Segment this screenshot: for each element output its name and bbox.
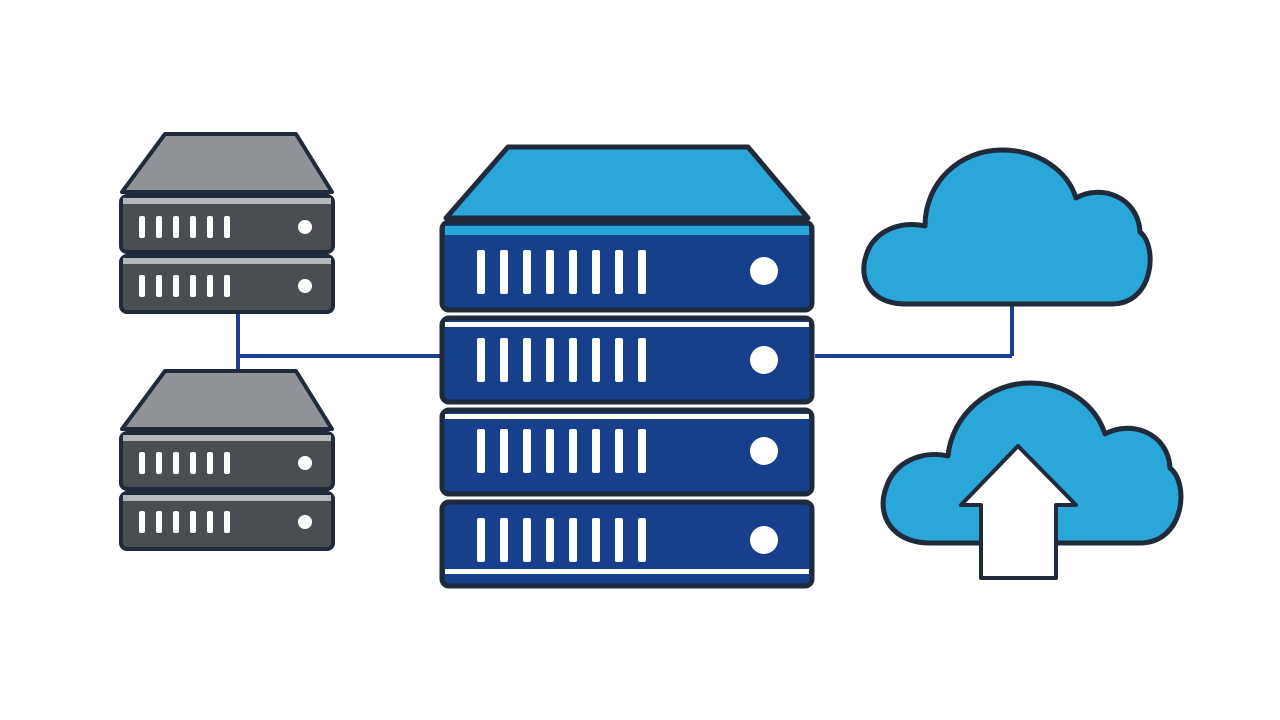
server-small-top-unit-1-stripe	[123, 198, 331, 204]
server-rack-main-unit-1-stripe	[445, 226, 809, 235]
server-rack-main-unit-4	[439, 499, 815, 589]
server-small-bottom-unit-2-vents	[139, 511, 230, 533]
server-rack-main-unit-3	[439, 407, 815, 497]
server-rack-main-unit-1-vents	[477, 250, 646, 294]
server-rack-main-unit-3-stripe	[445, 414, 809, 419]
server-small-top-unit-2-stripe	[123, 258, 331, 264]
server-small-top-unit-1-led	[298, 220, 312, 234]
server-small-bottom-unit-2-led	[298, 515, 312, 529]
server-rack-main-unit-1-led	[750, 257, 778, 285]
server-small-bottom	[119, 369, 335, 551]
server-rack-main-unit-4-stripe	[445, 569, 809, 574]
server-rack-main-lid	[443, 144, 811, 221]
server-small-top-unit-2-vents	[139, 275, 230, 297]
server-rack-main-unit-4-vents	[477, 518, 646, 562]
server-rack-main-unit-2-led	[750, 346, 778, 374]
cloud-storage-shape	[861, 147, 1153, 307]
server-small-bottom-lid	[120, 369, 334, 431]
server-rack-main-unit-1	[439, 219, 815, 313]
cloud-upload-icon	[880, 380, 1184, 580]
server-small-bottom-unit-1-vents	[139, 452, 230, 474]
server-small-top-unit-1-vents	[139, 216, 230, 238]
server-rack-main-unit-4-led	[750, 526, 778, 554]
server-rack-main-unit-2	[439, 315, 815, 405]
cloud-icon	[861, 147, 1153, 307]
server-rack-main-unit-2-stripe	[445, 322, 809, 327]
connector-lines	[236, 300, 1014, 375]
upload-arrow-icon	[959, 444, 1078, 580]
server-rack-main	[439, 144, 815, 589]
server-small-top	[119, 132, 335, 314]
server-rack-main-unit-3-vents	[477, 429, 646, 473]
server-rack-main-unit-2-vents	[477, 338, 646, 382]
server-small-bottom-unit-1-stripe	[123, 435, 331, 441]
server-small-top-unit-2-led	[298, 279, 312, 293]
server-small-bottom-unit-1-led	[298, 456, 312, 470]
server-small-bottom-unit-2-stripe	[123, 495, 331, 501]
server-rack-main-unit-3-led	[750, 437, 778, 465]
server-small-top-lid	[120, 132, 334, 194]
